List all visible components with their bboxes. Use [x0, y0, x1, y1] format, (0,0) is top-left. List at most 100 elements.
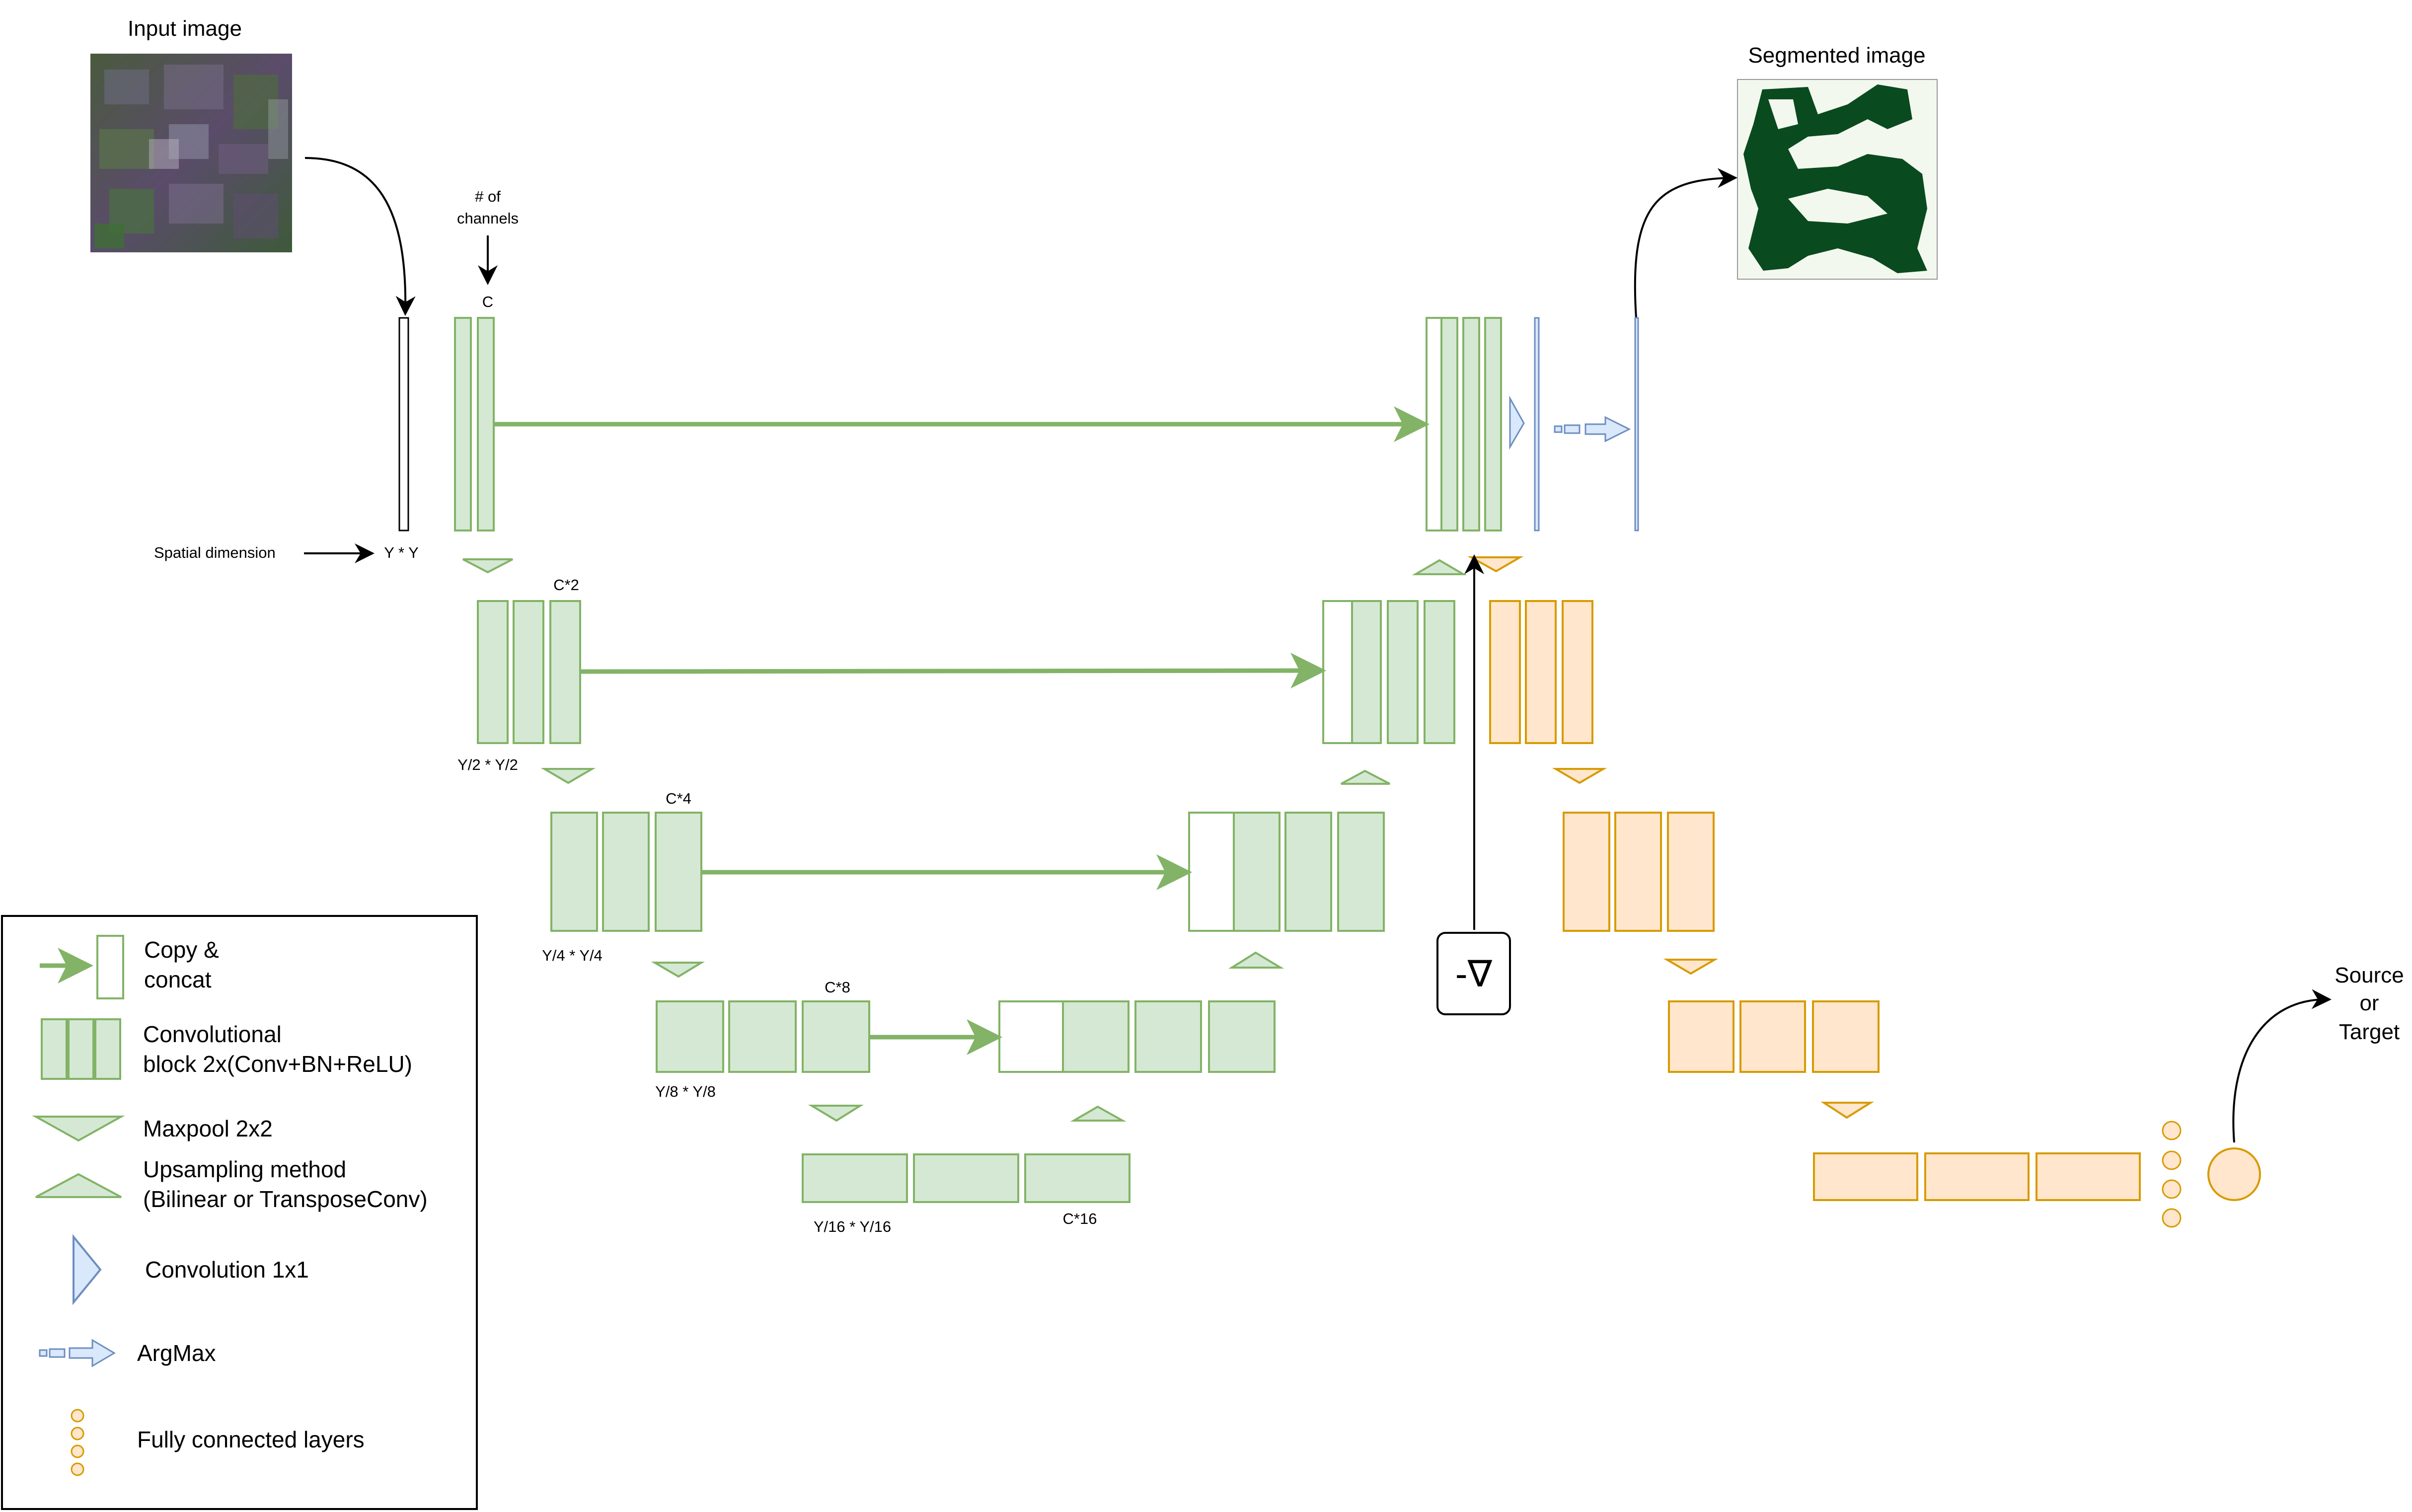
input-image-label: Input image	[128, 16, 242, 41]
legend-conv1x1-label: Convolution 1x1	[145, 1257, 309, 1283]
bottleneck-block-b	[913, 1153, 1019, 1203]
dc1-block-c	[1562, 600, 1593, 744]
y8-label: Y/8 * Y/8	[655, 1083, 716, 1100]
conv1x1-op	[1509, 395, 1525, 450]
dc2-block-c	[1667, 812, 1715, 932]
dc-maxpool-1	[1467, 556, 1524, 573]
decoder	[998, 317, 1502, 1073]
dc3-block-c	[1812, 1000, 1880, 1073]
dc-maxpool-2	[1552, 768, 1607, 784]
num-channels-label-line1: # of	[475, 188, 501, 205]
dec4-block-a	[1062, 1000, 1130, 1073]
dec3-concat	[1188, 812, 1235, 932]
upsample-2	[1228, 951, 1284, 969]
legend-conv-block-line1: Convolutional	[143, 1021, 282, 1047]
source-label-line2: or	[2359, 991, 2379, 1015]
legend-copy-concat-line1: Copy &	[144, 937, 219, 963]
input-satellite-image	[90, 54, 292, 252]
dc3-block-a	[1668, 1000, 1734, 1073]
maxpool-3	[651, 962, 705, 978]
legend-conv-block-icon	[41, 1018, 121, 1080]
domain-output-arrow	[2232, 989, 2332, 1143]
input-slab	[398, 317, 409, 531]
y16-label: Y/16 * Y/16	[814, 1218, 891, 1235]
maxpool-4	[808, 1105, 864, 1122]
enc2-block-c	[549, 600, 581, 744]
fc-node-3	[2162, 1179, 2182, 1199]
legend-maxpool-label: Maxpool 2x2	[143, 1116, 273, 1141]
dc2-block-b	[1614, 812, 1662, 932]
maxpool-2	[540, 768, 596, 784]
legend: Copy & concat Convolutional block 2x(Con…	[1, 915, 478, 1510]
enc2-block-a	[477, 600, 509, 744]
dec4-block-c	[1208, 1000, 1276, 1073]
enc1-block-b	[477, 317, 495, 531]
dc-maxpool-3	[1663, 959, 1719, 975]
dc4-block-c	[2035, 1152, 2141, 1201]
argmax-op	[1554, 416, 1631, 443]
segmented-output-image	[1737, 79, 1938, 280]
num-channels-label-line2: channels	[457, 210, 519, 227]
dec1-concat	[1426, 317, 1442, 531]
bottleneck-block-c	[1024, 1153, 1131, 1203]
fc-node-1	[2162, 1121, 2182, 1140]
dc-maxpool-4	[1820, 1102, 1874, 1119]
enc4-block-c	[802, 1000, 870, 1073]
enc1-block-a	[454, 317, 472, 531]
enc4-block-b	[728, 1000, 797, 1073]
gradient-reversal-label: -∇	[1455, 953, 1493, 994]
dec3-block-c	[1337, 812, 1385, 932]
enc3-block-a	[550, 812, 598, 932]
legend-maxpool-icon	[32, 1116, 125, 1142]
dec3-block-b	[1284, 812, 1332, 932]
dec1-block-a	[1440, 317, 1458, 531]
c-label: C	[482, 293, 493, 310]
dec2-concat	[1322, 600, 1353, 744]
y-y-label: Y * Y	[384, 544, 419, 561]
c4-label: C*4	[666, 790, 691, 807]
source-label-line3: Target	[2339, 1020, 2400, 1044]
dec2-block-c	[1424, 600, 1455, 744]
dec1-block-c	[1484, 317, 1502, 531]
skip-2	[580, 653, 1326, 689]
c2-label: C*2	[553, 576, 579, 594]
legend-argmax-icon	[39, 1339, 116, 1367]
upsample-3	[1341, 769, 1390, 785]
upsampling-ops	[1070, 559, 1467, 1122]
dec1-block-b	[1462, 317, 1480, 531]
spatial-dimension-label: Spatial dimension	[154, 544, 276, 561]
segmented-image-label: Segmented image	[1748, 43, 1925, 68]
legend-conv1x1-icon	[73, 1234, 102, 1305]
dec4-block-b	[1134, 1000, 1202, 1073]
maxpool-1	[462, 558, 513, 574]
bottleneck-block-a	[802, 1153, 908, 1203]
c16-label: C*16	[1063, 1210, 1097, 1227]
upsample-4	[1412, 559, 1467, 575]
legend-argmax-label: ArgMax	[137, 1340, 216, 1366]
c8-label: C*8	[825, 979, 850, 996]
domain-output-node	[2207, 1147, 2261, 1201]
dc4-block-a	[1813, 1152, 1918, 1201]
gradient-reversal-box	[1436, 932, 1511, 1015]
legend-conv-block-line2: block 2x(Conv+BN+ReLU)	[143, 1051, 412, 1077]
enc3-block-b	[602, 812, 650, 932]
source-label-line1: Source	[2335, 963, 2404, 987]
dec2-block-b	[1387, 600, 1419, 744]
encoder	[454, 317, 1131, 1203]
fc-node-2	[2162, 1150, 2182, 1170]
legend-concat-box	[96, 935, 124, 999]
y2-label: Y/2 * Y/2	[457, 756, 518, 773]
network-to-segmented-arrow	[1634, 168, 1737, 318]
legend-fc-label: Fully connected layers	[137, 1427, 365, 1452]
dec4-concat	[998, 1000, 1064, 1073]
enc3-block-c	[655, 812, 702, 932]
legend-copy-concat-line2: concat	[144, 967, 212, 992]
y4-label: Y/4 * Y/4	[542, 947, 603, 964]
input-to-network-arrow	[304, 157, 416, 316]
dc2-block-a	[1563, 812, 1610, 932]
dc1-block-a	[1489, 600, 1521, 744]
legend-upsampling-icon	[35, 1173, 122, 1198]
dc1-block-b	[1525, 600, 1557, 744]
dec3-block-a	[1233, 812, 1281, 932]
